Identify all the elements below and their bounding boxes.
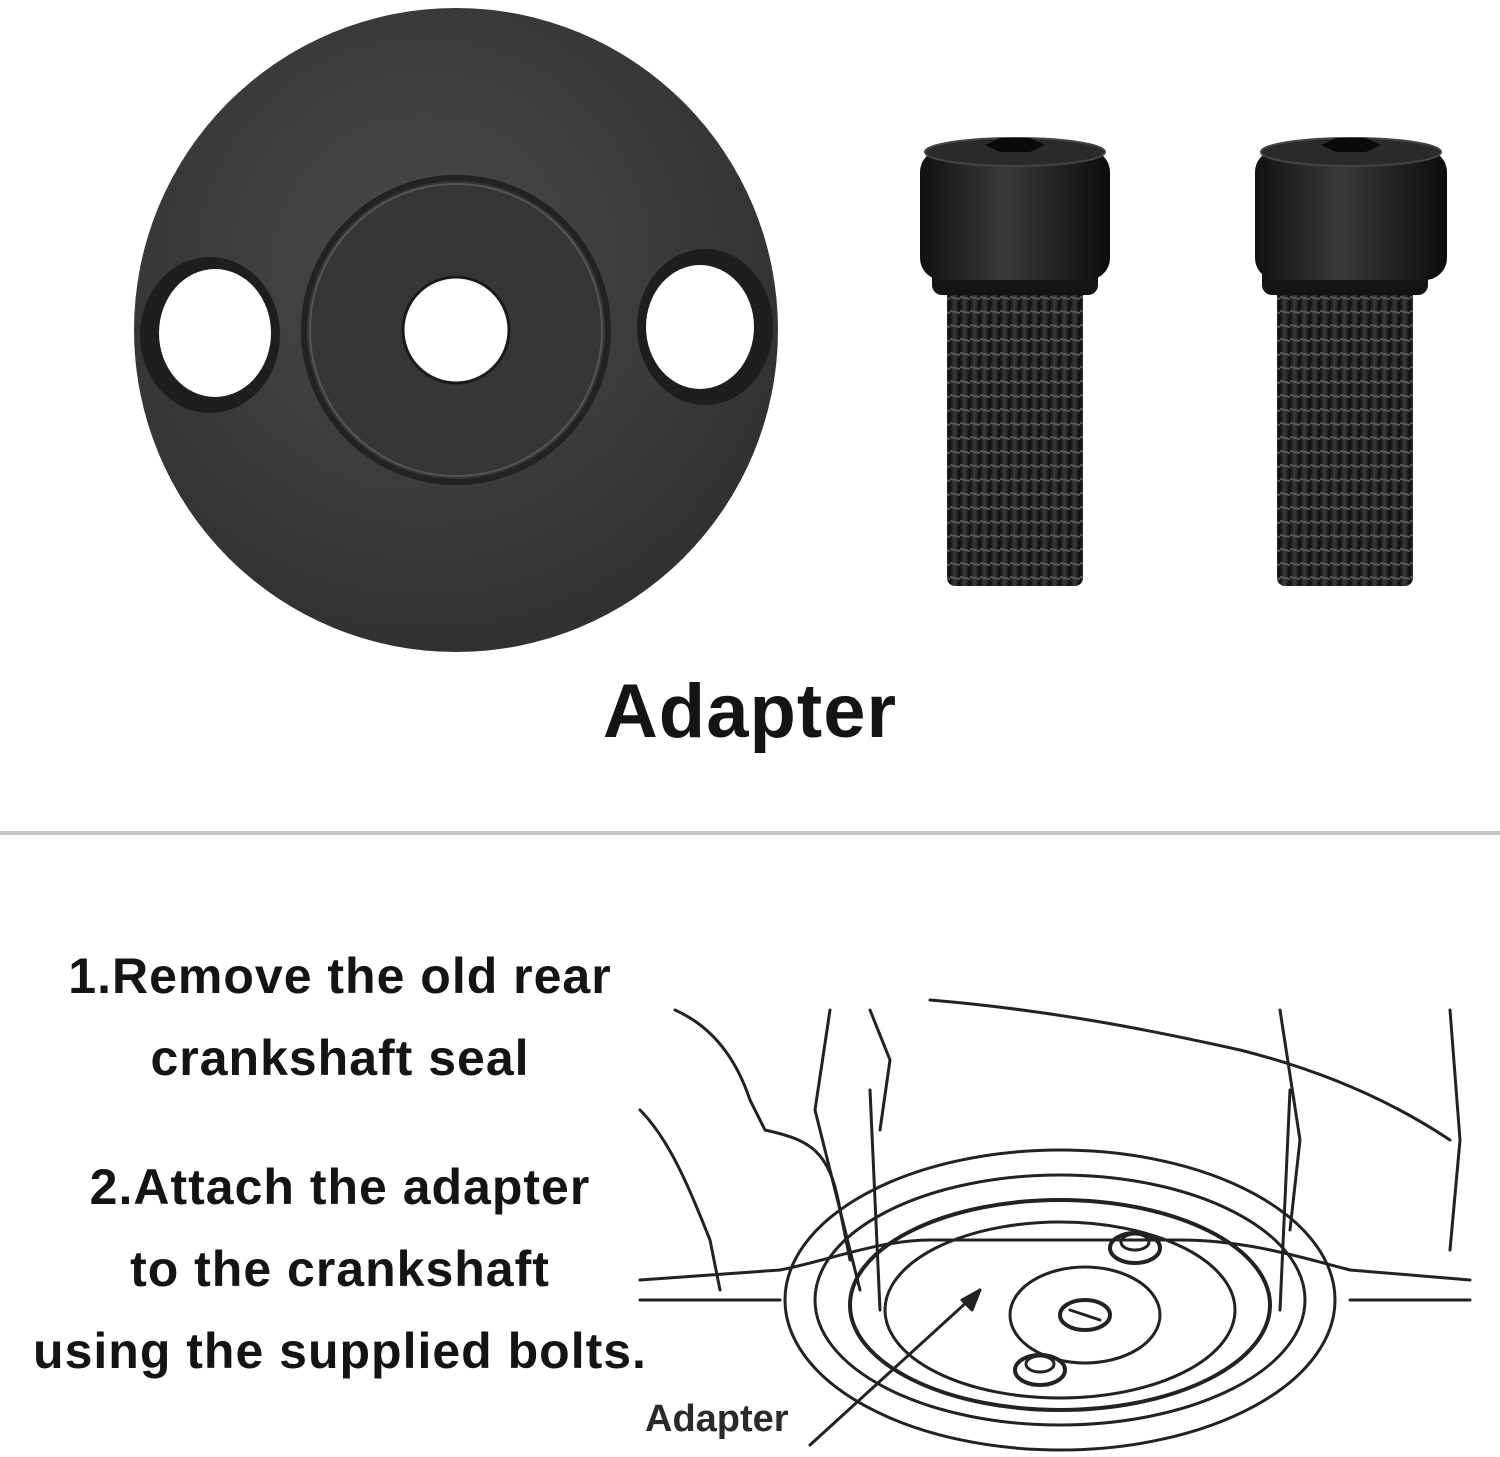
bolt-left — [920, 137, 1110, 586]
step-1-line-1: 1.Remove the old rear — [68, 948, 612, 1004]
section-divider — [0, 831, 1500, 835]
step-2-line-1: 2.Attach the adapter — [89, 1159, 591, 1215]
product-illustration — [134, 8, 1447, 652]
installation-diagram — [638, 998, 1472, 1452]
diagram-callout-label: Adapter — [645, 1398, 789, 1440]
step-2-line-2: to the crankshaft — [130, 1241, 550, 1297]
instruction-step-1: 1.Remove the old rear crankshaft seal — [0, 935, 680, 1099]
bolt-right — [1255, 137, 1447, 586]
step-2-line-3: using the supplied bolts. — [33, 1323, 647, 1379]
adapter-plate — [134, 8, 778, 652]
step-1-line-2: crankshaft seal — [150, 1030, 530, 1086]
instruction-step-2: 2.Attach the adapter to the crankshaft u… — [0, 1146, 680, 1392]
product-label: Adapter — [602, 669, 898, 754]
